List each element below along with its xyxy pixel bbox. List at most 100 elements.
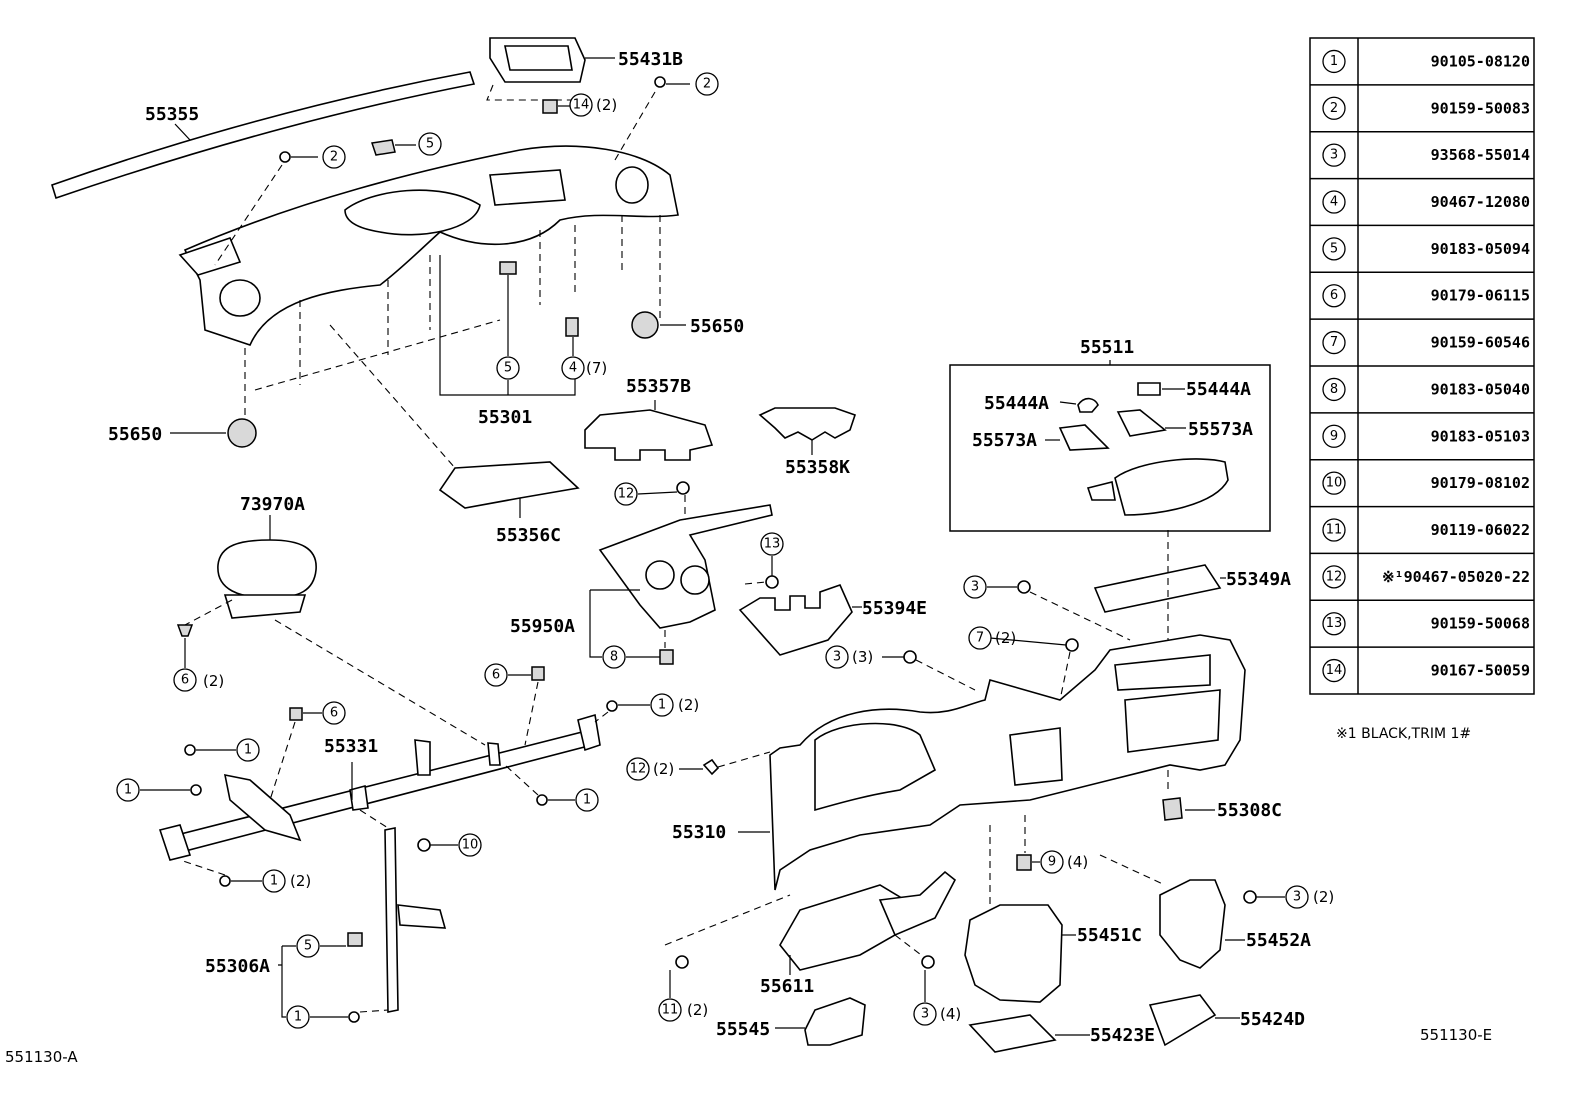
table-row-12-part: ※¹90467-05020-22 (1382, 568, 1530, 586)
callout-10 (458, 833, 482, 857)
table-row-8-part: 90183-05040 (1431, 380, 1530, 398)
label-55950A: 55950A (510, 616, 575, 637)
table-row-12-num: 12 (1326, 569, 1343, 584)
qty-9: (4) (1067, 853, 1088, 871)
qty-6: (2) (203, 672, 224, 690)
svg-text:3: 3 (921, 1007, 929, 1022)
table-row-14-num: 14 (1326, 663, 1343, 678)
footnote-black-trim: ※1 BLACK,TRIM 1# (1336, 726, 1471, 742)
callout-4 (561, 356, 585, 380)
svg-text:1: 1 (583, 793, 591, 808)
screw-2-left (279, 151, 318, 163)
callout-1-a (236, 738, 260, 762)
screw-11 (675, 955, 689, 969)
part-55950A (598, 504, 773, 629)
part-55301-upper-panel (178, 145, 679, 346)
table-row-1-num: 1 (1330, 54, 1338, 69)
callout-3-right (1285, 885, 1309, 909)
svg-text:1: 1 (294, 1010, 302, 1025)
table-row-4-num: 4 (1330, 195, 1338, 210)
label-55573A-left: 55573A (972, 430, 1037, 451)
label-55355: 55355 (145, 104, 199, 125)
table-row-5-circle (1322, 237, 1346, 261)
svg-text:2: 2 (703, 77, 711, 92)
callout-3-mid (825, 645, 849, 669)
table-row-8-circle (1322, 377, 1346, 402)
label-55423E: 55423E (1090, 1025, 1155, 1046)
label-55306A: 55306A (205, 956, 270, 977)
table-row-5-part: 90183-05094 (1431, 240, 1530, 258)
part-55650-right (631, 311, 686, 339)
part-55356C (438, 461, 580, 509)
callout-1-b (116, 778, 140, 802)
table-row-6-num: 6 (1330, 288, 1338, 303)
callout-3-upper (963, 575, 987, 599)
screw-2-right (654, 76, 690, 88)
label-55444A-left: 55444A (984, 393, 1049, 414)
callout-7 (968, 626, 992, 650)
label-55451C: 55451C (1077, 925, 1142, 946)
table-row-4-part: 90467-12080 (1431, 193, 1530, 211)
table-row-7-part: 90159-60546 (1431, 334, 1530, 352)
callout-12-top (614, 482, 638, 506)
table-row-3-circle (1322, 143, 1346, 167)
part-55611-glovebox (779, 870, 957, 971)
bracket-55573A-right (1116, 409, 1167, 437)
part-55394E (738, 584, 853, 656)
label-55452A: 55452A (1246, 930, 1311, 951)
part-55306A-bracket (384, 827, 447, 1013)
qty-12: (2) (653, 760, 674, 778)
table-row-7-num: 7 (1330, 335, 1338, 350)
svg-text:10: 10 (462, 838, 479, 853)
svg-text:3: 3 (1293, 890, 1301, 905)
label-55310: 55310 (672, 822, 726, 843)
svg-text:8: 8 (610, 650, 618, 665)
callout-1-e (575, 788, 599, 812)
callout-5-top (418, 132, 442, 156)
table-row-2-num: 2 (1330, 101, 1338, 116)
svg-text:5: 5 (426, 137, 434, 152)
screw-7 (1065, 638, 1079, 652)
svg-text:4: 4 (569, 361, 577, 376)
svg-text:12: 12 (618, 487, 635, 502)
table-row-11-part: 90119-06022 (1431, 521, 1530, 539)
clip-9 (1016, 854, 1032, 871)
table-row-5-num: 5 (1330, 241, 1338, 256)
part-55650-left (170, 418, 257, 448)
table-row-11-num: 11 (1326, 523, 1343, 538)
svg-text:5: 5 (304, 939, 312, 954)
table-row-1-circle (1322, 49, 1346, 74)
svg-text:5: 5 (504, 361, 512, 376)
table-row-2-part: 90159-50083 (1431, 99, 1530, 117)
callout-3-bottom (913, 1002, 937, 1026)
part-55357B (584, 409, 714, 461)
svg-text:6: 6 (492, 668, 500, 683)
part-55511-glovebox-handle (1086, 458, 1229, 516)
clip-5-top (371, 139, 416, 156)
screw-3-right (1243, 890, 1257, 904)
callout-9 (1040, 850, 1064, 874)
part-55358K (758, 407, 857, 441)
clip-14 (542, 99, 570, 114)
callout-14 (569, 93, 593, 117)
table-row-3-part: 93568-55014 (1431, 146, 1530, 164)
label-55301: 55301 (478, 407, 532, 428)
table-row-4-circle (1322, 190, 1346, 214)
part-55308C (1162, 797, 1183, 821)
spring-55444A-right (1137, 382, 1161, 396)
bracket-55573A-left (1058, 424, 1110, 451)
part-55431B (489, 37, 586, 83)
table-row-13-circle (1322, 612, 1346, 636)
callout-5-mid (496, 356, 520, 380)
label-55424D: 55424D (1240, 1009, 1305, 1030)
table-row-6-circle (1322, 284, 1346, 308)
svg-text:9: 9 (1048, 855, 1056, 870)
callout-1-f (286, 1005, 310, 1029)
svg-text:14: 14 (573, 98, 590, 113)
table-row-9-num: 9 (1330, 429, 1338, 444)
table-row-9-circle (1322, 424, 1346, 448)
label-55358K: 55358K (785, 457, 850, 478)
label-55431B: 55431B (618, 49, 683, 70)
